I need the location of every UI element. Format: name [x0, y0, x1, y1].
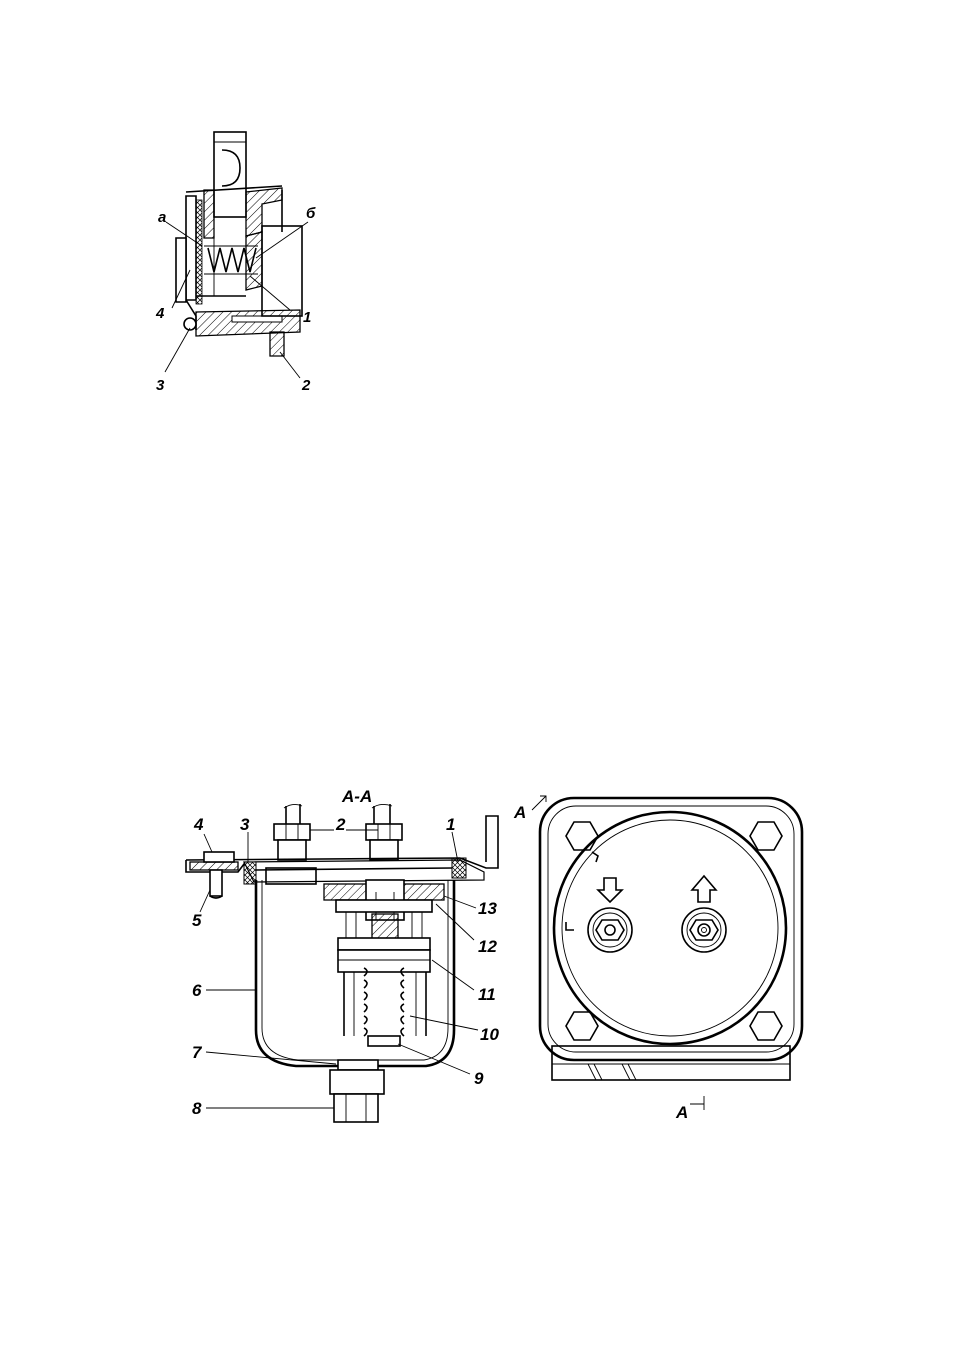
outlet-fitting — [682, 876, 726, 952]
filter-top-view: А А — [513, 796, 802, 1122]
filter-cartridge — [324, 880, 444, 972]
outlet-arrow-icon — [692, 876, 716, 902]
label-1-top: 1 — [303, 309, 311, 326]
filter-spring — [344, 968, 426, 1046]
label-12: 12 — [478, 937, 497, 956]
label-4: 4 — [193, 815, 204, 834]
bolt — [204, 852, 234, 898]
section-mark-top: А — [513, 803, 526, 822]
inlet-arrow-icon — [598, 878, 622, 902]
label-6: 6 — [192, 981, 202, 1000]
section-mark-bottom: А — [675, 1103, 688, 1122]
label-1: 1 — [446, 815, 455, 834]
label-4-top: 4 — [155, 305, 165, 322]
mounting-base — [552, 1046, 790, 1080]
label-9: 9 — [474, 1069, 484, 1088]
fitting-right — [366, 824, 402, 860]
label-8: 8 — [192, 1099, 202, 1118]
valve-rod — [214, 132, 246, 217]
label-b: б — [306, 205, 316, 222]
section-title: А-А — [341, 787, 372, 806]
label-10: 10 — [480, 1025, 499, 1044]
label-11: 11 — [478, 985, 496, 1004]
square-flange — [540, 798, 802, 1060]
label-3-top: 3 — [156, 377, 165, 394]
valve-section-diagram: а б 1 2 3 4 — [155, 132, 316, 394]
label-3: 3 — [240, 815, 250, 834]
label-a: а — [158, 209, 166, 226]
label-7: 7 — [192, 1043, 203, 1062]
inlet-fitting — [588, 878, 632, 952]
label-2-top: 2 — [301, 377, 311, 394]
label-5: 5 — [192, 911, 202, 930]
fitting-left — [266, 824, 316, 884]
drain-plug — [330, 1060, 384, 1122]
label-2: 2 — [335, 815, 346, 834]
filter-section-diagram: А-А — [186, 787, 499, 1122]
label-13: 13 — [478, 899, 497, 918]
